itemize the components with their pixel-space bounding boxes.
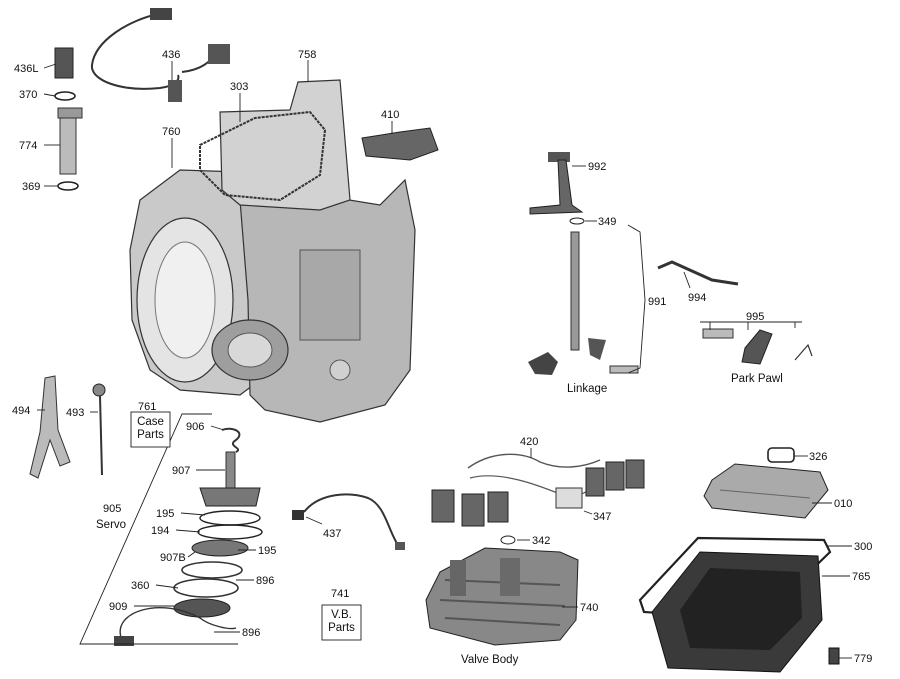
- callout-303: 303: [230, 81, 248, 93]
- callout-494: 494: [12, 405, 30, 417]
- callout-991: 991: [648, 296, 666, 308]
- callout-992: 992: [588, 161, 606, 173]
- switch-410: [361, 127, 439, 161]
- callout-758: 758: [298, 49, 316, 61]
- leader-lines: [37, 60, 852, 659]
- gasket-326: [767, 447, 795, 463]
- callout-765: 765: [852, 571, 870, 583]
- callout-906: 906: [186, 421, 204, 433]
- shift-lever-992: [529, 152, 584, 215]
- callout-761: 761: [138, 401, 156, 413]
- sensor-436L: [54, 47, 74, 79]
- callout-326: 326: [809, 451, 827, 463]
- vb-parts-box: [321, 604, 362, 641]
- callout-347: 347: [593, 511, 611, 523]
- o-ring-369: [57, 181, 79, 191]
- callout-774: 774: [19, 140, 37, 152]
- callout-300: 300: [854, 541, 872, 553]
- filler-tube-494: [29, 375, 71, 479]
- drain-plug-779: [828, 647, 840, 665]
- sensor-437: [292, 493, 405, 550]
- callout-195-upper: 195: [156, 508, 174, 520]
- callout-905: 905: [103, 503, 121, 515]
- callout-436L: 436L: [14, 63, 38, 75]
- park-pawl-parts: [702, 328, 813, 365]
- servo-label: Servo: [96, 519, 126, 531]
- callout-369: 369: [22, 181, 40, 193]
- callout-420: 420: [520, 436, 538, 448]
- speedo-pinion-774: [57, 107, 83, 175]
- callout-labels: 436L 370 774 369 436 758 303 760 410 992…: [12, 49, 872, 665]
- linkage-label: Linkage: [567, 383, 607, 395]
- clip-349: [569, 217, 585, 225]
- callout-741: 741: [331, 588, 349, 600]
- vb-parts-label: V.B.Parts: [328, 609, 355, 634]
- callout-010: 010: [834, 498, 852, 510]
- valve-body-label: Valve Body: [461, 654, 519, 666]
- clip-342: [500, 535, 516, 545]
- manual-shaft: [528, 231, 639, 375]
- group-lines: [79, 224, 802, 645]
- rod-994: [657, 260, 739, 286]
- callout-909: 909: [109, 601, 127, 613]
- dipstick-493: [92, 383, 106, 476]
- callout-342: 342: [532, 535, 550, 547]
- callout-779: 779: [854, 653, 872, 665]
- speed-sensor-harness: [90, 8, 230, 102]
- callout-760: 760: [162, 126, 180, 138]
- callout-995: 995: [746, 311, 764, 323]
- callout-493: 493: [66, 407, 84, 419]
- park-pawl-label: Park Pawl: [731, 373, 783, 385]
- main-transmission-case: [129, 169, 416, 423]
- side-cover-plate: [219, 79, 351, 211]
- solenoid-harness-420: [431, 453, 645, 527]
- callout-194: 194: [151, 525, 169, 537]
- callout-994: 994: [688, 292, 706, 304]
- case-parts-box: [130, 411, 171, 448]
- oil-filter-010: [703, 463, 829, 519]
- callout-896-lower: 896: [242, 627, 260, 639]
- callout-896-upper: 896: [256, 575, 274, 587]
- valve-body-740: [425, 547, 579, 646]
- servo-assembly: [114, 427, 263, 646]
- callout-195-lower: 195: [258, 545, 276, 557]
- callout-360: 360: [131, 580, 149, 592]
- callout-436: 436: [162, 49, 180, 61]
- callout-740: 740: [580, 602, 598, 614]
- callout-370: 370: [19, 89, 37, 101]
- callout-349: 349: [598, 216, 616, 228]
- pan-gasket-300: [638, 536, 832, 622]
- callout-907: 907: [172, 465, 190, 477]
- callout-907B: 907B: [160, 552, 186, 564]
- callout-437: 437: [323, 528, 341, 540]
- o-ring-370: [54, 91, 76, 101]
- callout-410: 410: [381, 109, 399, 121]
- oil-pan-765: [651, 551, 823, 673]
- cover-gasket: [199, 110, 327, 202]
